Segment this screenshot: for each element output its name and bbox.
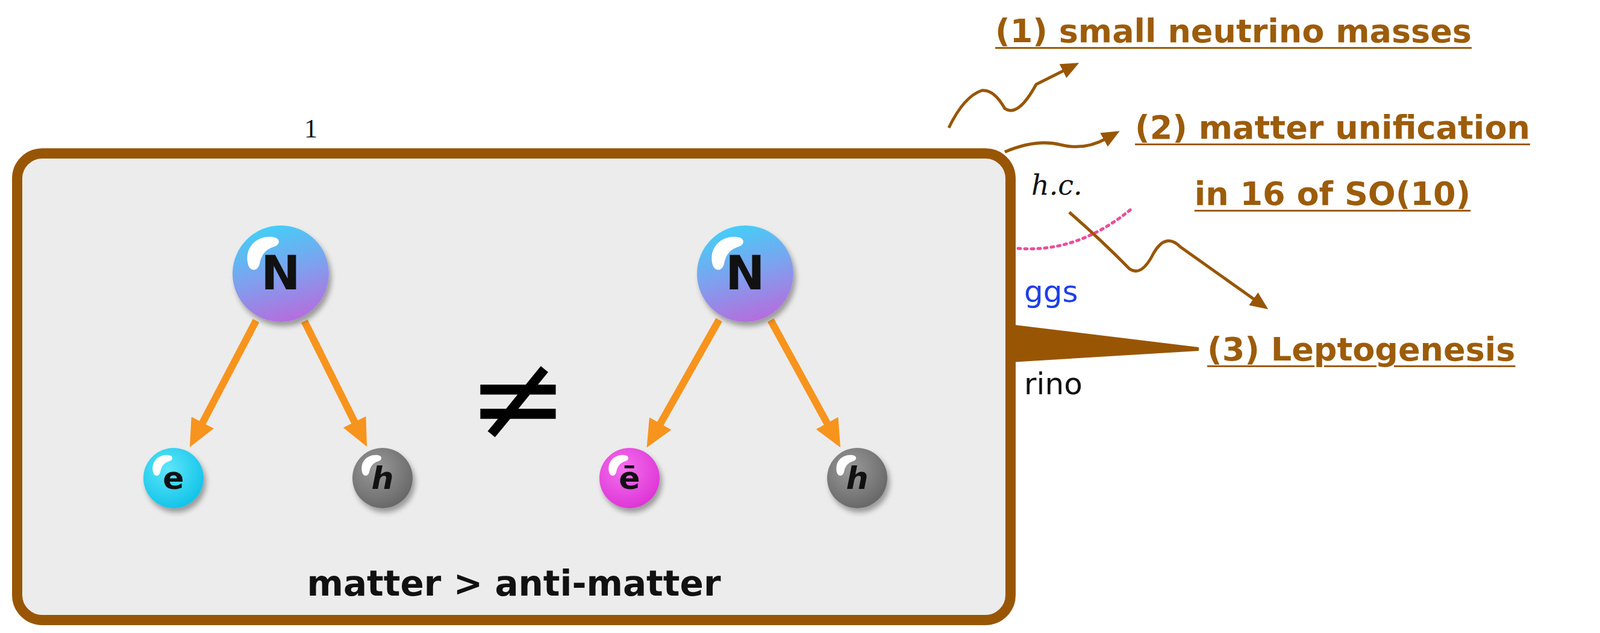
dotted-arc — [1018, 207, 1133, 249]
particle-ball: N — [696, 225, 794, 322]
particle-symbol: h — [371, 459, 394, 497]
decay-arrow — [201, 320, 257, 424]
bullet-heading: (2) matter unification in 16 of SO(10) — [1121, 94, 1544, 228]
bullet-heading: (3) Leptogenesis — [1207, 330, 1516, 370]
particle-ball: ē — [599, 447, 660, 508]
squiggle-arrow — [1004, 138, 1107, 152]
particle-symbol: h — [845, 459, 869, 497]
slide-text: ≠ — [467, 337, 569, 458]
bullet-heading: (1) small neutrino masses — [995, 12, 1472, 52]
squiggle-arrow — [1069, 212, 1256, 300]
decay-arrow — [770, 319, 828, 424]
callout-pointer — [1000, 322, 1199, 363]
particle-ball: h — [352, 447, 413, 508]
particle-ball: N — [232, 225, 329, 322]
particle-symbol: ē — [618, 459, 640, 497]
decay-arrow — [304, 321, 355, 423]
callout-caption: matter > anti-matter — [306, 562, 721, 605]
particle-ball: h — [827, 447, 888, 508]
particle-symbol: e — [162, 459, 184, 497]
particle-ball: e — [143, 447, 204, 508]
slide-text: h.c. — [1031, 168, 1083, 202]
particle-symbol: N — [725, 245, 765, 302]
decay-arrow — [659, 319, 719, 425]
slide-text: rino — [1024, 366, 1083, 402]
particle-symbol: N — [260, 245, 300, 302]
slide-text: ggs — [1024, 274, 1079, 310]
slide-text: 1 — [304, 113, 318, 144]
squiggle-arrow — [948, 69, 1066, 128]
